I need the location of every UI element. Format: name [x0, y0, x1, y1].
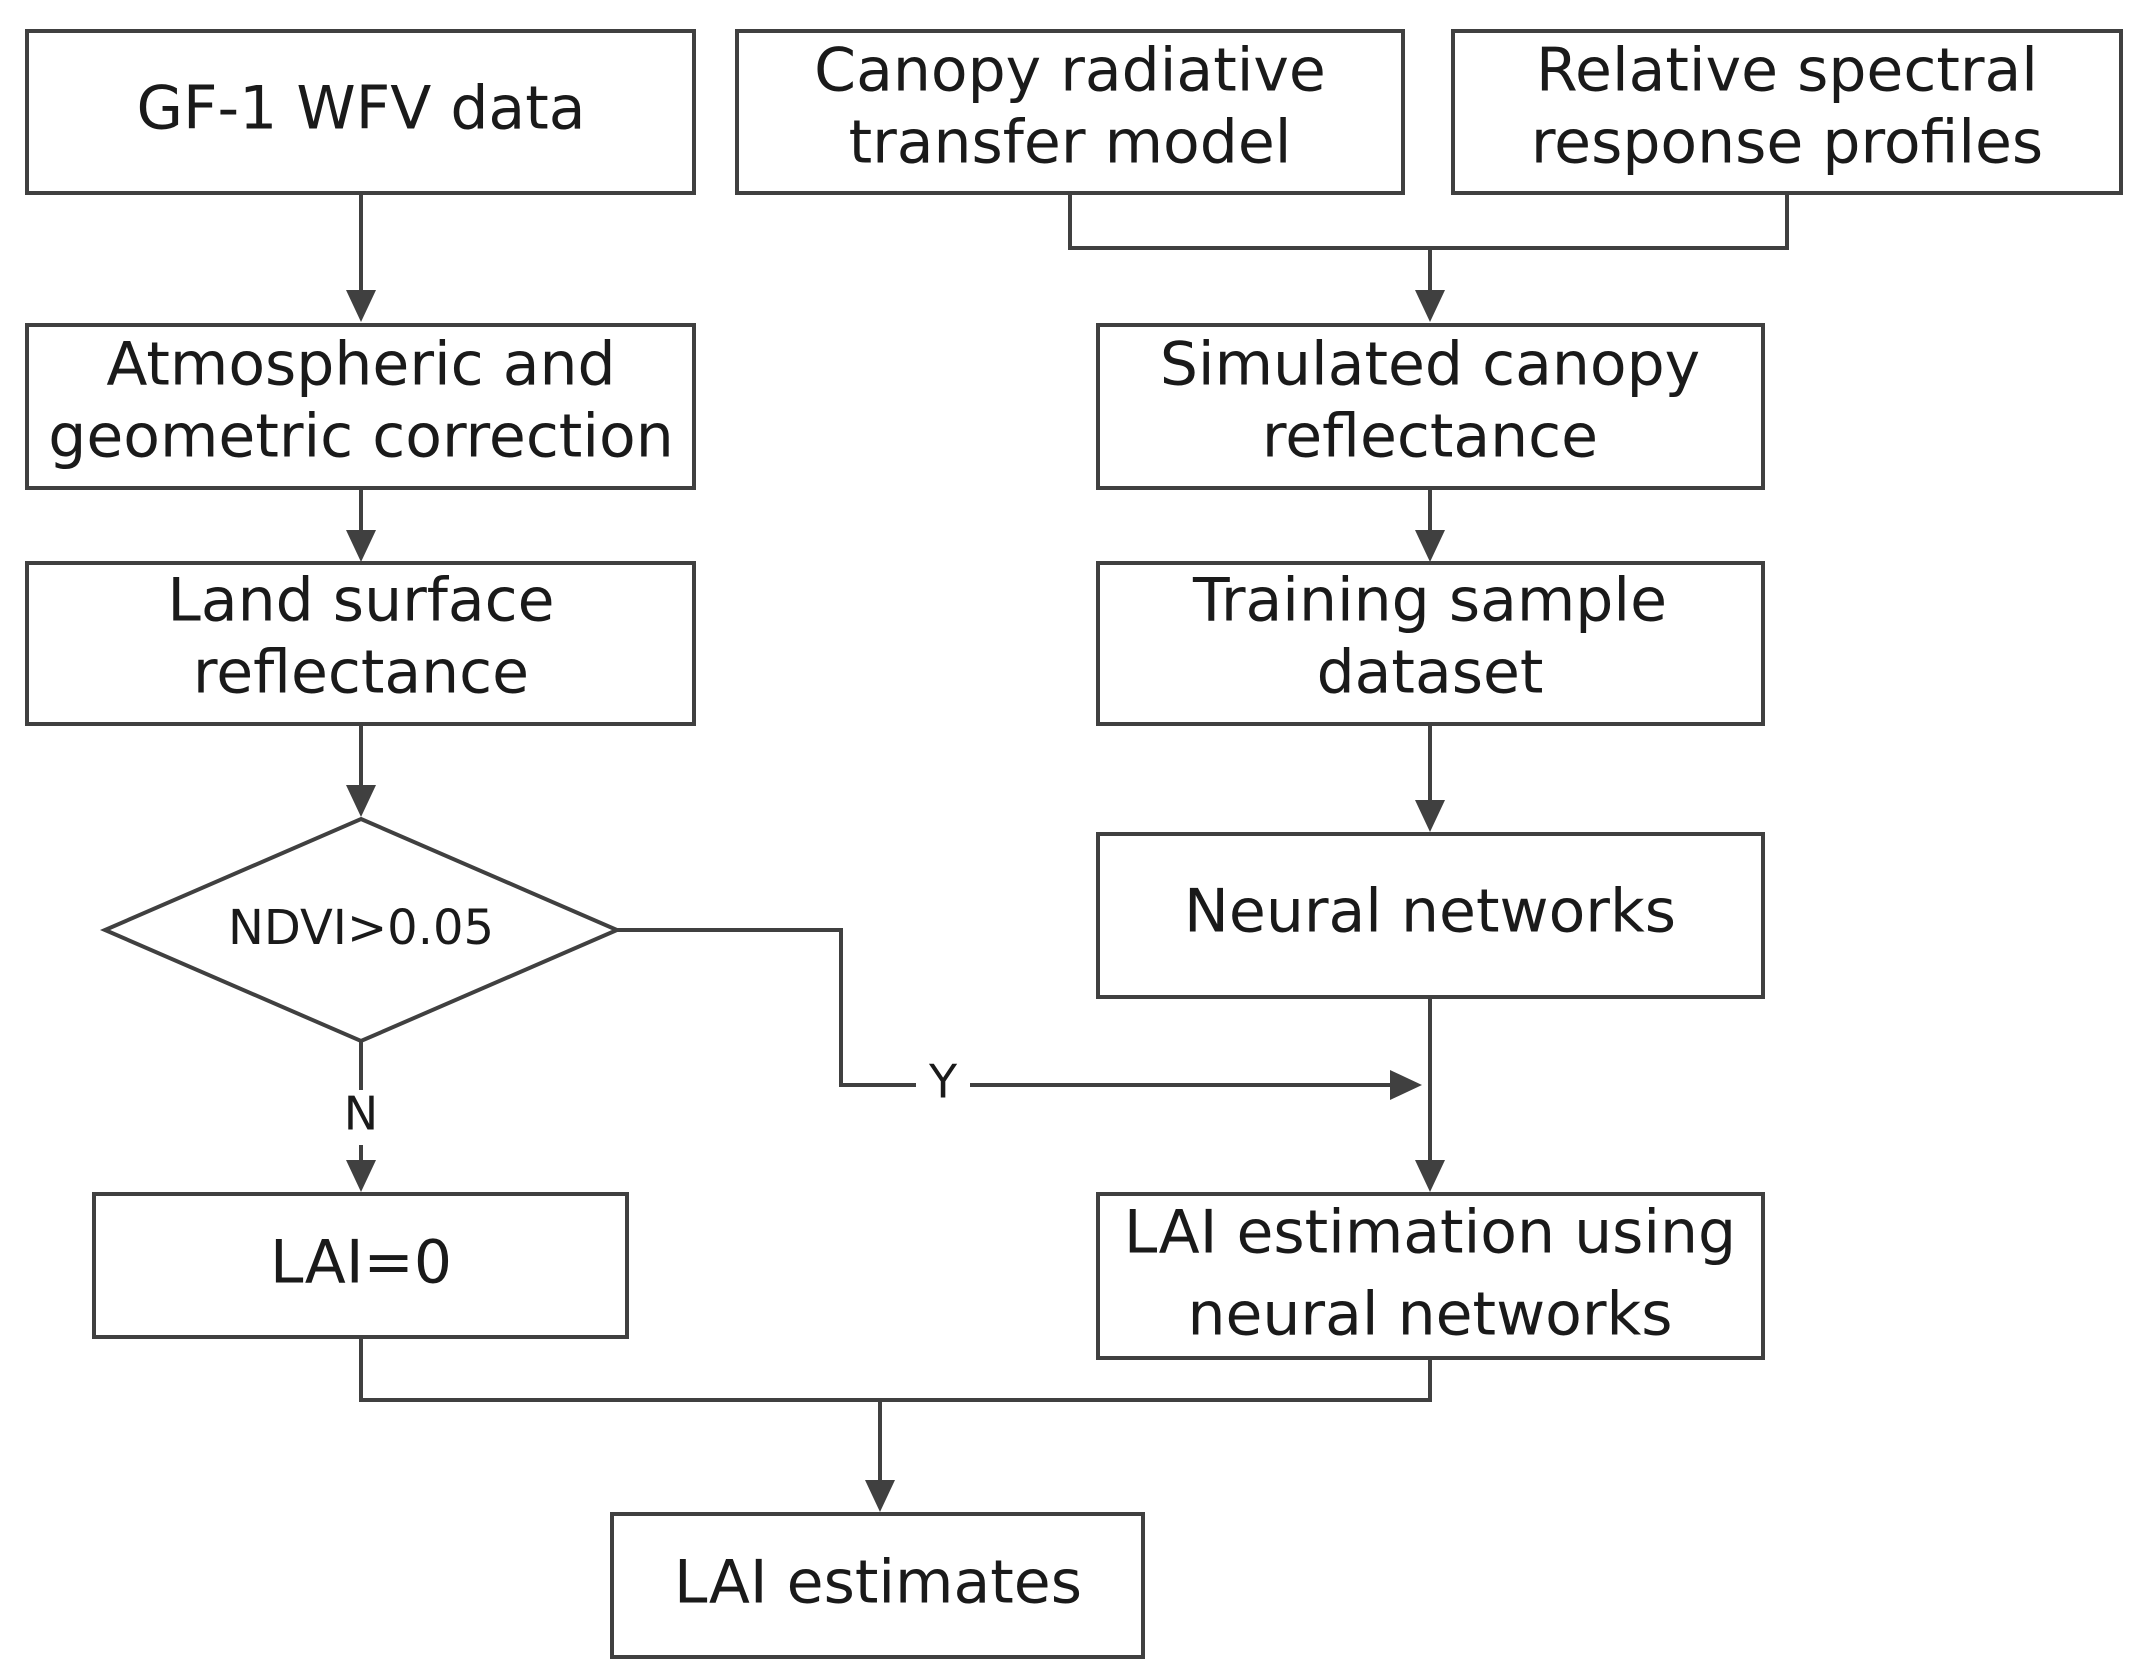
- connectors: [346, 193, 1789, 1512]
- edge-label-no: N: [344, 1087, 378, 1141]
- arrowhead: [1390, 1070, 1422, 1100]
- node-label: Simulated canopy: [1160, 330, 1700, 400]
- node-canopy-model: Canopy radiative transfer model: [735, 29, 1405, 195]
- node-label: Neural networks: [1184, 877, 1676, 947]
- arrowhead: [346, 530, 376, 562]
- node-label: neural networks: [1187, 1280, 1672, 1350]
- node-lai-estimation: LAI estimation using neural networks: [1096, 1192, 1765, 1360]
- arrowhead: [865, 1480, 895, 1512]
- node-label: GF-1 WFV data: [136, 74, 585, 144]
- node-training-dataset: Training sample dataset: [1096, 561, 1765, 726]
- node-lai-estimates: LAI estimates: [610, 1512, 1145, 1659]
- node-spectral-profiles: Relative spectral response profiles: [1451, 29, 2123, 195]
- arrowhead: [346, 290, 376, 322]
- node-label: reflectance: [1262, 402, 1598, 472]
- arrowhead: [1415, 1160, 1445, 1192]
- arrowhead: [1415, 530, 1445, 562]
- node-label: Relative spectral: [1536, 36, 2038, 106]
- node-label: Canopy radiative: [814, 36, 1326, 106]
- connector-results-merge: [359, 1337, 1432, 1490]
- node-lai-zero: LAI=0: [92, 1192, 629, 1339]
- node-ndvi-decision: NDVI>0.05: [99, 816, 623, 1044]
- node-label: transfer model: [849, 108, 1292, 178]
- node-label: geometric correction: [48, 402, 674, 472]
- node-atmospheric-correction: Atmospheric and geometric correction: [25, 323, 696, 490]
- node-label: Training sample: [1192, 566, 1667, 636]
- node-label: Land surface: [167, 566, 554, 636]
- node-label: response profiles: [1531, 108, 2043, 178]
- node-land-surface-reflectance: Land surface reflectance: [25, 561, 696, 726]
- node-label: reflectance: [193, 638, 529, 708]
- edge-label-yes: Y: [928, 1055, 958, 1109]
- node-label: NDVI>0.05: [228, 900, 494, 956]
- arrowhead: [346, 785, 376, 817]
- node-label: Atmospheric and: [106, 330, 615, 400]
- node-label: dataset: [1317, 638, 1544, 708]
- arrowhead: [1415, 800, 1445, 832]
- node-label: LAI=0: [270, 1228, 452, 1298]
- node-label: LAI estimation using: [1124, 1198, 1736, 1268]
- arrowhead: [1415, 290, 1445, 322]
- node-neural-networks: Neural networks: [1096, 832, 1765, 999]
- connector-ndvi-yes-branch-a: [617, 928, 916, 1087]
- node-gf1-data: GF-1 WFV data: [25, 29, 696, 195]
- arrowhead: [346, 1160, 376, 1192]
- node-simulated-reflectance: Simulated canopy reflectance: [1096, 323, 1765, 490]
- connector-canopy-spectral-merge: [1068, 193, 1789, 300]
- node-label: LAI estimates: [674, 1548, 1082, 1618]
